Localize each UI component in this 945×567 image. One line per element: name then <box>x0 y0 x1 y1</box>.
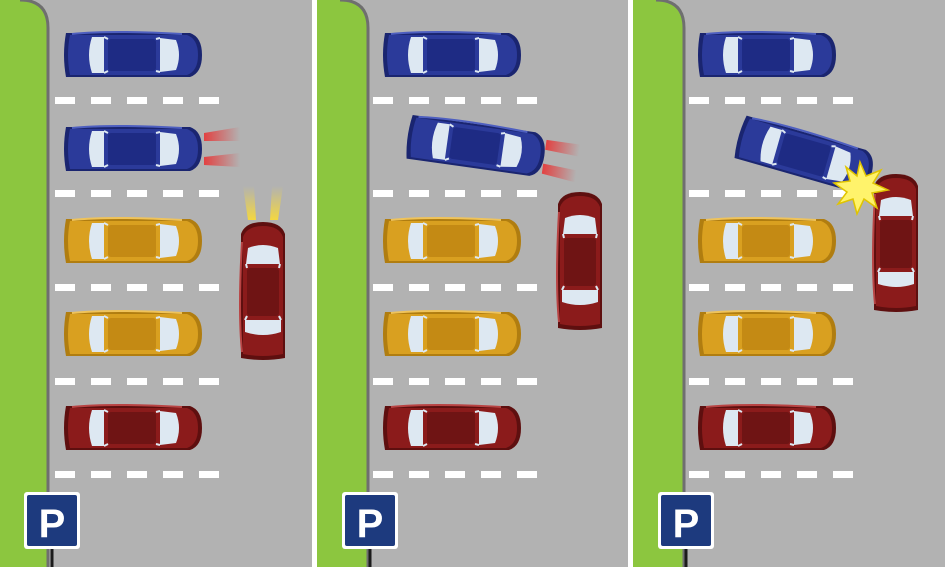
panel-1: P <box>0 0 312 567</box>
parked-car-red <box>382 404 522 451</box>
parked-car-yellow <box>63 310 203 357</box>
parked-car-red <box>697 404 837 451</box>
driving-car-red <box>556 191 603 331</box>
parked-car-yellow <box>697 310 837 357</box>
grass-strip <box>633 0 684 567</box>
headlight-glow <box>270 186 283 220</box>
parked-car-red <box>63 404 203 451</box>
parked-car-yellow <box>63 217 203 264</box>
reversing-car-blue <box>63 125 240 172</box>
driving-car-red <box>239 186 286 361</box>
grass-strip <box>0 0 48 567</box>
reverse-light-glow <box>204 127 240 141</box>
panel-3: P <box>633 0 945 567</box>
parked-car-yellow <box>697 217 837 264</box>
parking-sign: P <box>24 492 80 567</box>
parked-car-yellow <box>382 310 522 357</box>
parking-sign-label: P <box>673 502 700 546</box>
reverse-light-glow <box>204 153 240 167</box>
parking-sign: P <box>658 492 714 567</box>
parking-sign-label: P <box>39 502 66 546</box>
parked-car-yellow <box>382 217 522 264</box>
impact-star-icon <box>831 159 891 217</box>
headlight-glow <box>243 186 256 220</box>
parked-car-blue <box>63 31 203 78</box>
parking-sign-label: P <box>357 502 384 546</box>
parking-sign: P <box>342 492 398 567</box>
reversing-car-blue <box>403 112 581 183</box>
grass-strip <box>317 0 368 567</box>
parked-car-blue <box>382 31 522 78</box>
parked-car-blue <box>697 31 837 78</box>
panel-2: P <box>317 0 628 567</box>
driving-car-red <box>872 173 919 313</box>
